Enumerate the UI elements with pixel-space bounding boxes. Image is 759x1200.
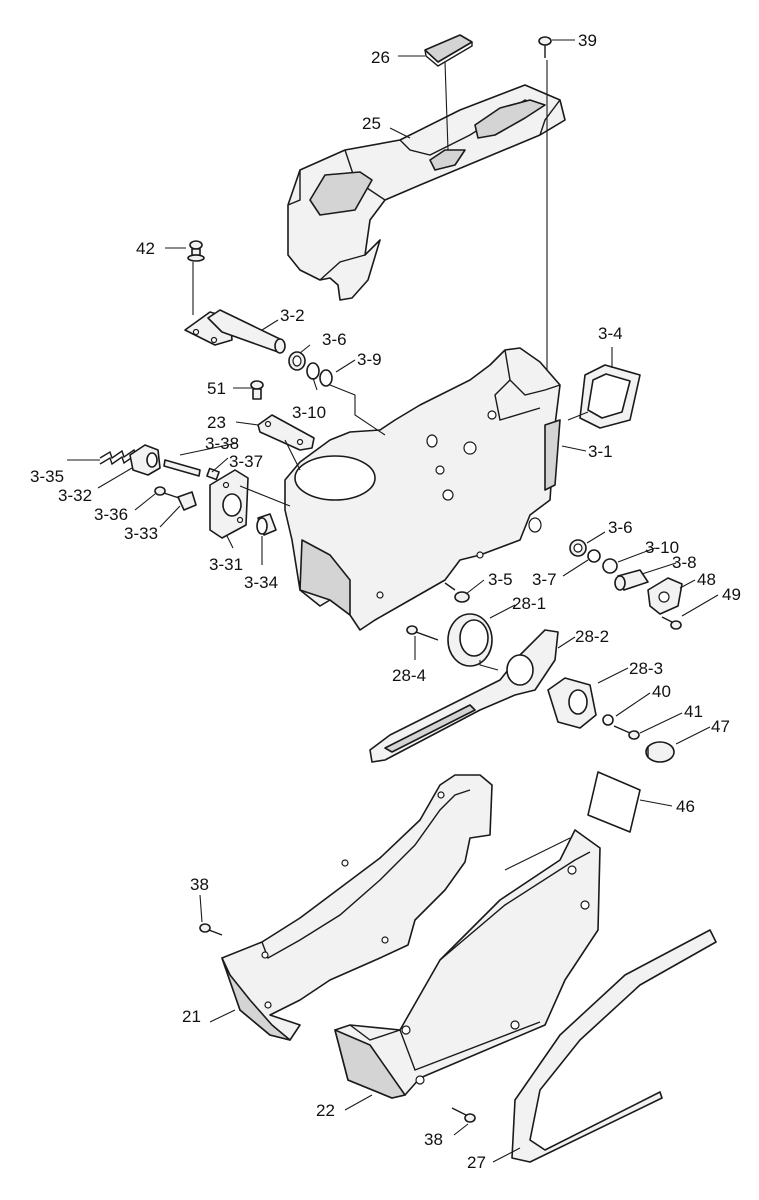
- callout-42: 42: [136, 239, 155, 258]
- callout-46: 46: [676, 797, 695, 816]
- part-38-screw-lower: [451, 1107, 476, 1123]
- part-40-washer: [602, 714, 614, 726]
- callout-3-35: 3-35: [30, 467, 64, 486]
- callout-3-37: 3-37: [229, 452, 263, 471]
- callout-51: 51: [207, 379, 226, 398]
- part-38-screw-upper: [199, 923, 223, 936]
- callout-48: 48: [697, 570, 716, 589]
- callout-27: 27: [467, 1153, 486, 1172]
- part-3-37-pin: [206, 467, 220, 481]
- callout-3-7: 3-7: [532, 570, 557, 589]
- part-3-4-frame: [579, 364, 641, 429]
- callout-3-31: 3-31: [209, 555, 243, 574]
- part-25-console-cover: [287, 84, 566, 301]
- callout-38-lower: 38: [424, 1130, 443, 1149]
- part-22-right-panel: [334, 829, 601, 1099]
- callout-3-1: 3-1: [588, 442, 613, 461]
- callout-40: 40: [652, 682, 671, 701]
- callout-3-10-upper: 3-10: [292, 403, 326, 422]
- callout-3-33: 3-33: [124, 524, 158, 543]
- callout-3-4: 3-4: [598, 324, 623, 343]
- callout-49: 49: [722, 585, 741, 604]
- part-47-cap: [645, 741, 675, 763]
- part-51-bolt: [250, 380, 264, 400]
- callout-3-38: 3-38: [205, 434, 239, 453]
- part-28-4-screw: [406, 625, 439, 641]
- part-3-10-ring-lower: [602, 558, 618, 574]
- part-28-3-hub: [547, 677, 597, 729]
- callout-28-2: 28-2: [575, 627, 609, 646]
- callout-labels: 26 39 25 42 3-2 3-6 3-9 3-4 51 3-10 23 3…: [30, 31, 741, 1172]
- part-28-2-lever: [369, 629, 559, 763]
- leader-lines: [67, 39, 719, 1163]
- callout-22: 22: [316, 1101, 335, 1120]
- callout-26: 26: [371, 48, 390, 67]
- callout-3-34: 3-34: [244, 573, 278, 592]
- part-3-5-bolt: [444, 582, 470, 603]
- callout-3-9: 3-9: [357, 350, 382, 369]
- part-3-6-bushing-upper: [288, 351, 306, 371]
- part-39-screw: [538, 36, 552, 58]
- part-3-33-clip: [177, 491, 197, 511]
- callout-3-6-upper: 3-6: [322, 330, 347, 349]
- part-3-10-ring-upper: [306, 362, 320, 380]
- callout-3-36: 3-36: [94, 505, 128, 524]
- callout-3-32: 3-32: [58, 486, 92, 505]
- part-3-7-washer: [587, 549, 601, 563]
- part-3-2-bracket-pin: [184, 309, 286, 354]
- callout-3-5: 3-5: [488, 570, 513, 589]
- callout-28-4: 28-4: [392, 666, 426, 685]
- part-42-bolt: [187, 240, 205, 262]
- part-49-screw: [661, 616, 682, 630]
- part-27-trim-strip: [511, 929, 717, 1163]
- part-41-screw: [613, 725, 640, 740]
- callout-39: 39: [578, 31, 597, 50]
- callout-23: 23: [207, 413, 226, 432]
- part-21-left-panel: [221, 774, 493, 1041]
- callout-38-upper: 38: [190, 875, 209, 894]
- part-3-38-rod: [163, 459, 201, 477]
- part-3-6-bushing-lower: [569, 539, 587, 557]
- callout-28-3: 28-3: [629, 659, 663, 678]
- part-46-label: [587, 771, 641, 833]
- callout-25: 25: [362, 114, 381, 133]
- part-3-9-ring: [319, 369, 333, 387]
- callout-3-2: 3-2: [280, 306, 305, 325]
- part-3-8-bolt: [614, 569, 649, 591]
- part-3-31-plate: [209, 469, 249, 539]
- callout-3-6-lower: 3-6: [608, 518, 633, 537]
- part-48-cover: [647, 577, 683, 615]
- part-3-34-bushing: [256, 513, 277, 536]
- callout-3-8: 3-8: [672, 553, 697, 572]
- callout-28-1: 28-1: [512, 594, 546, 613]
- part-26-pad: [424, 34, 473, 67]
- callout-41: 41: [684, 702, 703, 721]
- callout-3-10-lower: 3-10: [645, 538, 679, 557]
- part-28-1-ring: [447, 613, 493, 667]
- callout-47: 47: [711, 717, 730, 736]
- callout-21: 21: [182, 1007, 201, 1026]
- part-3-1-main-frame: [284, 347, 561, 631]
- part-3-32-knob: [129, 444, 161, 476]
- part-23-bracket: [257, 414, 315, 451]
